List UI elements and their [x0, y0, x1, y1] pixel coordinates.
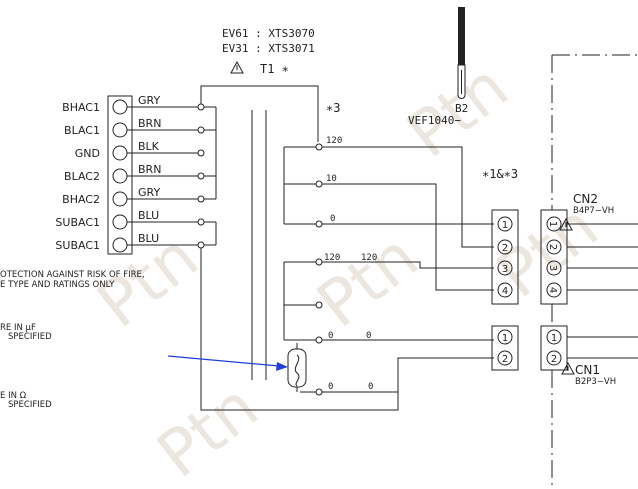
- fuse: [287, 343, 494, 396]
- tap-label: 0: [366, 331, 371, 341]
- tap-label: 120: [324, 253, 340, 263]
- note-fire-line1: OTECTION AGAINST RISK OF FIRE,: [0, 270, 145, 280]
- terminal-name: GND: [75, 147, 100, 160]
- sensor-probe: [457, 7, 466, 99]
- wire-color: BLU: [138, 209, 159, 222]
- board-outline: [551, 54, 638, 489]
- terminal-name: SUBAC1: [55, 239, 100, 252]
- tap-label: 0: [368, 382, 373, 392]
- terminal-name: BHAC1: [62, 101, 100, 114]
- pin-number: 2: [547, 244, 558, 250]
- tap-label: 0: [328, 331, 333, 341]
- watermark: Ptn: [144, 370, 272, 489]
- warning-triangle-icon: [561, 361, 575, 375]
- note-cap-line2: SPECIFIED: [8, 332, 52, 342]
- connector-cn1: [540, 325, 638, 371]
- warning-triangle-icon: [230, 60, 244, 74]
- terminal-name: BLAC2: [64, 170, 100, 183]
- model-ev31: EV31 : XTS3071: [222, 42, 315, 55]
- wire-color: BLK: [138, 140, 160, 153]
- cn1-label: CN1: [575, 363, 600, 377]
- watermark-layer: Ptn Ptn Ptn Ptn Ptn: [84, 50, 612, 489]
- connector-left: [491, 209, 519, 371]
- tap-label: 120: [361, 253, 377, 263]
- connector-cn2: [540, 209, 638, 305]
- cn2-part: B4P7−VH: [573, 206, 614, 216]
- pointer-arrow: [167, 355, 288, 371]
- transformer-label: T1 ∗: [260, 62, 289, 76]
- note-res-line1: E IN Ω: [0, 391, 27, 401]
- ref-note-1-3: ∗1&∗3: [482, 167, 518, 181]
- wire-color: BRN: [138, 163, 161, 176]
- tap-label: 0: [330, 214, 335, 224]
- pin-number: 2: [502, 243, 508, 254]
- pin-number: 4: [502, 286, 508, 297]
- pin-number: 1: [502, 333, 508, 344]
- model-ev61: EV61 : XTS3070: [222, 27, 315, 40]
- note-res-line2: SPECIFIED: [8, 400, 52, 410]
- pin-number: 3: [547, 265, 558, 271]
- terminal-name: SUBAC1: [55, 216, 100, 229]
- pin-number: 1: [551, 333, 557, 344]
- note-cap-line1: RE IN μF: [0, 323, 36, 333]
- wire-color: BLU: [138, 232, 159, 245]
- terminal-name: BHAC2: [62, 193, 100, 206]
- pin-number: 2: [502, 354, 508, 365]
- pin-number: 2: [551, 354, 557, 365]
- sensor-label: B2: [455, 102, 468, 115]
- pin-number: 1: [547, 221, 558, 227]
- note-fire-line2: E TYPE AND RATINGS ONLY: [0, 280, 115, 290]
- tap-label: 120: [326, 136, 342, 146]
- pin-number: 1: [502, 220, 508, 231]
- terminal-name: BLAC1: [64, 124, 100, 137]
- cn1-part: B2P3−VH: [575, 377, 616, 387]
- secondary-winding-upper: [283, 143, 494, 291]
- ref-note-3: ∗3: [326, 101, 340, 115]
- pin-number: 3: [502, 264, 508, 275]
- cn2-label: CN2: [573, 192, 598, 206]
- wire-color: BRN: [138, 117, 161, 130]
- warning-triangle-icon: [559, 217, 573, 231]
- secondary-winding-middle: [283, 258, 494, 344]
- wire-color: GRY: [138, 186, 160, 199]
- wire-color: GRY: [138, 94, 160, 107]
- tap-label: 0: [328, 382, 333, 392]
- watermark: Ptn: [304, 220, 432, 342]
- tap-label: 10: [326, 174, 337, 184]
- pin-number: 4: [547, 287, 558, 293]
- sensor-part: VEF1040−: [408, 114, 461, 127]
